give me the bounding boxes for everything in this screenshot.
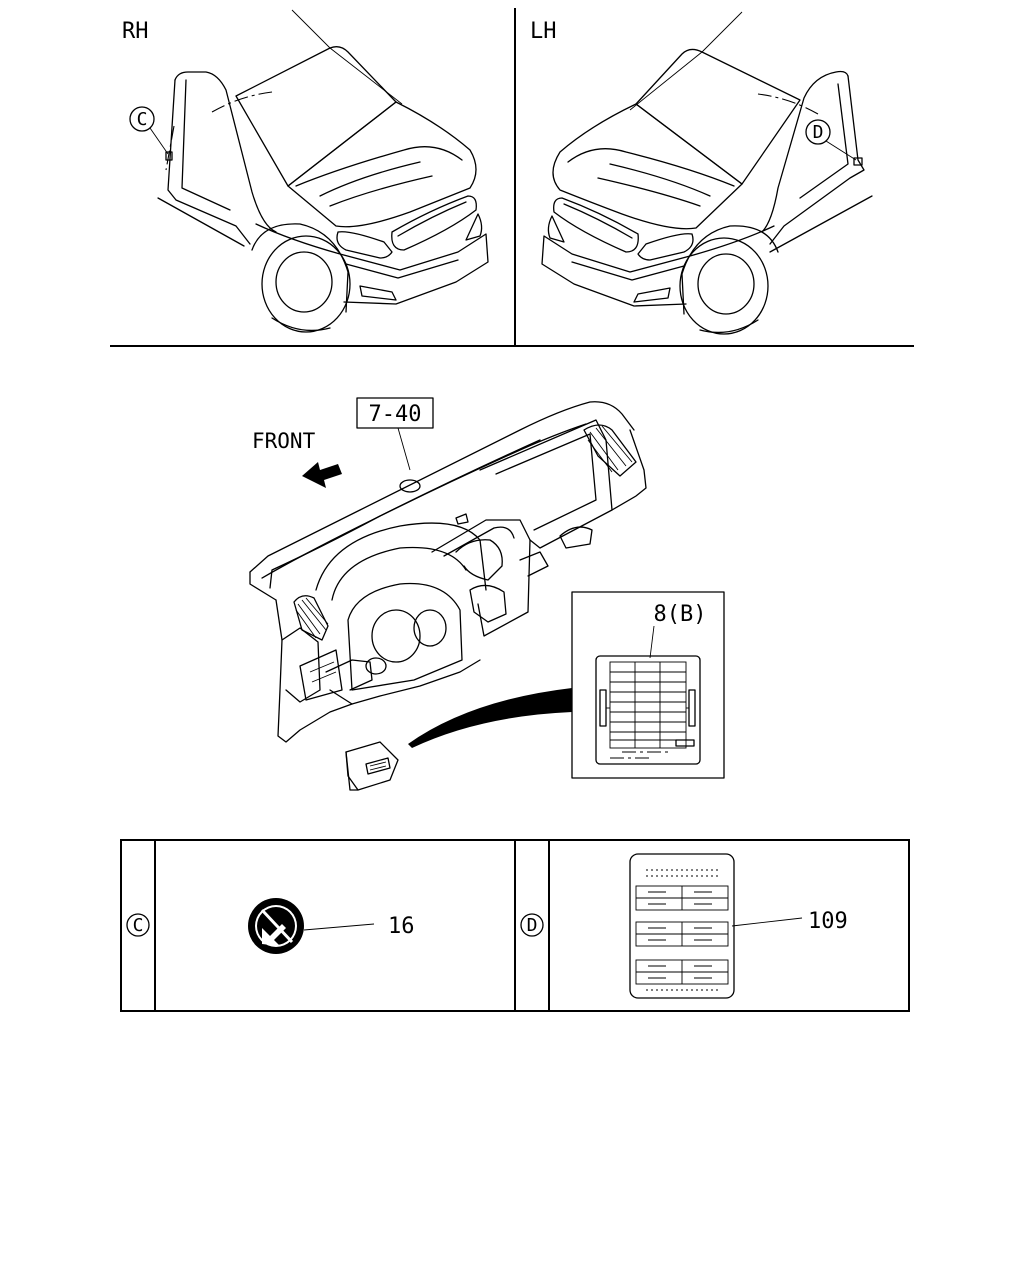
lh-label: LH bbox=[530, 19, 557, 44]
detail-d-letter: D bbox=[527, 915, 538, 936]
rh-label: RH bbox=[122, 19, 149, 44]
fuse-label-icon bbox=[629, 853, 735, 999]
fuse-label-sheet bbox=[595, 655, 701, 765]
detail-d-marker bbox=[520, 913, 544, 937]
instrument-panel-drawing bbox=[249, 401, 647, 743]
detail-c-letter: C bbox=[133, 915, 144, 936]
callout-d-letter: D bbox=[813, 122, 824, 143]
detail-panels: C 16 D bbox=[120, 839, 910, 1012]
caution-label-icon bbox=[248, 898, 304, 954]
callout-c-letter: C bbox=[137, 109, 148, 130]
part-number-16: 16 bbox=[388, 914, 415, 939]
detail-c-marker bbox=[126, 913, 150, 937]
part-number-109: 109 bbox=[808, 909, 848, 934]
callout-c-marker bbox=[129, 106, 155, 132]
callout-d-marker bbox=[805, 119, 831, 145]
rh-vehicle-drawing: C bbox=[129, 9, 489, 333]
top-view-panels: RH LH bbox=[110, 8, 914, 347]
lh-vehicle-drawing: D bbox=[541, 11, 873, 335]
part-box-7-40 bbox=[356, 397, 434, 429]
arrow-front-icon bbox=[302, 462, 342, 488]
dashboard-section: 7-40 FRONT bbox=[249, 397, 725, 791]
part-box-label: 7-40 bbox=[369, 402, 422, 427]
inset-box bbox=[571, 591, 725, 779]
front-label: FRONT bbox=[252, 429, 316, 453]
leader-swoosh bbox=[408, 688, 572, 748]
inset-label: 8(B) bbox=[654, 602, 707, 627]
pocket-tray-drawing bbox=[345, 741, 399, 791]
